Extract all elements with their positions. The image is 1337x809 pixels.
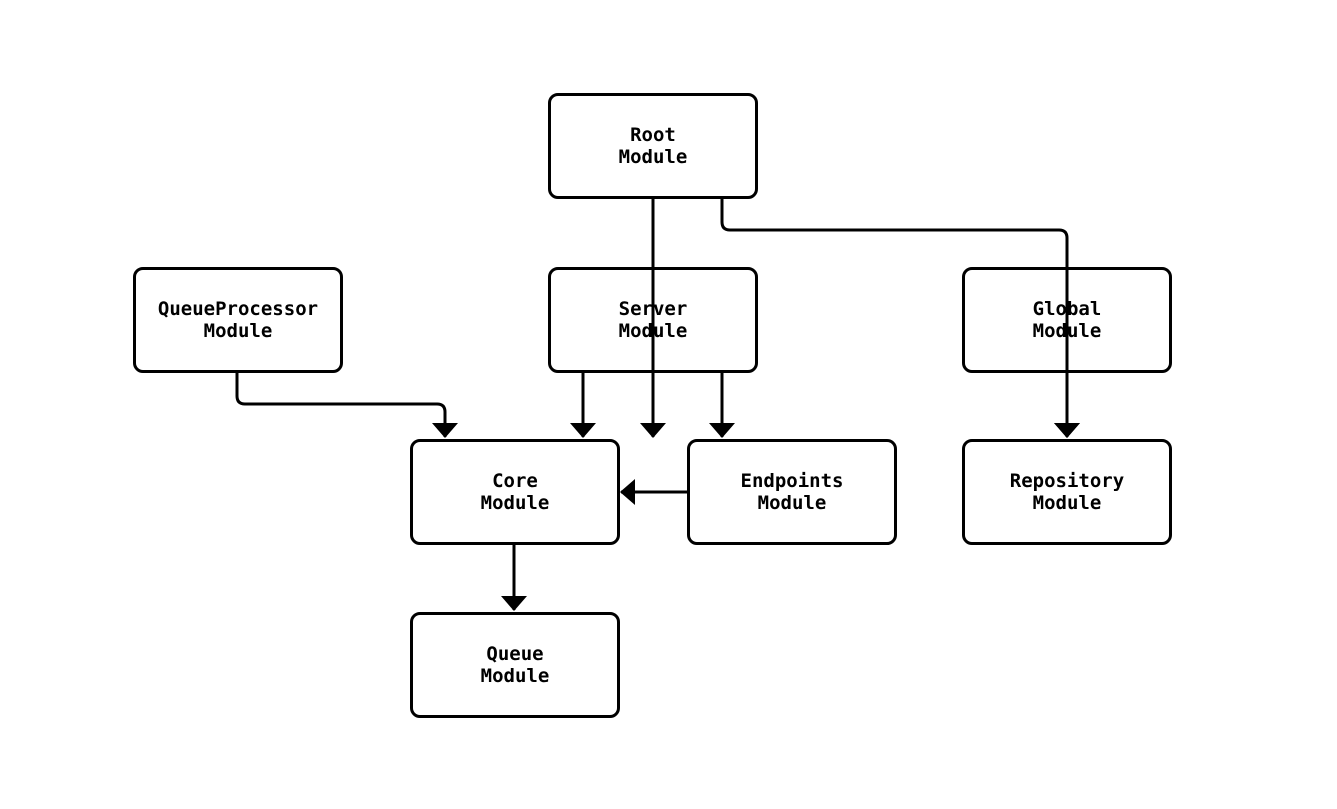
node-global-module: Global Module bbox=[962, 267, 1172, 373]
edge-queueprocessor-to-core bbox=[235, 372, 458, 438]
node-core-module: Core Module bbox=[410, 439, 620, 545]
node-repository-module: Repository Module bbox=[962, 439, 1172, 545]
node-queue-module: Queue Module bbox=[410, 612, 620, 718]
node-endpoints-module: Endpoints Module bbox=[687, 439, 897, 545]
node-server-module: Server Module bbox=[548, 267, 758, 373]
node-root-module: Root Module bbox=[548, 93, 758, 199]
node-queueprocessor-module: QueueProcessor Module bbox=[133, 267, 343, 373]
